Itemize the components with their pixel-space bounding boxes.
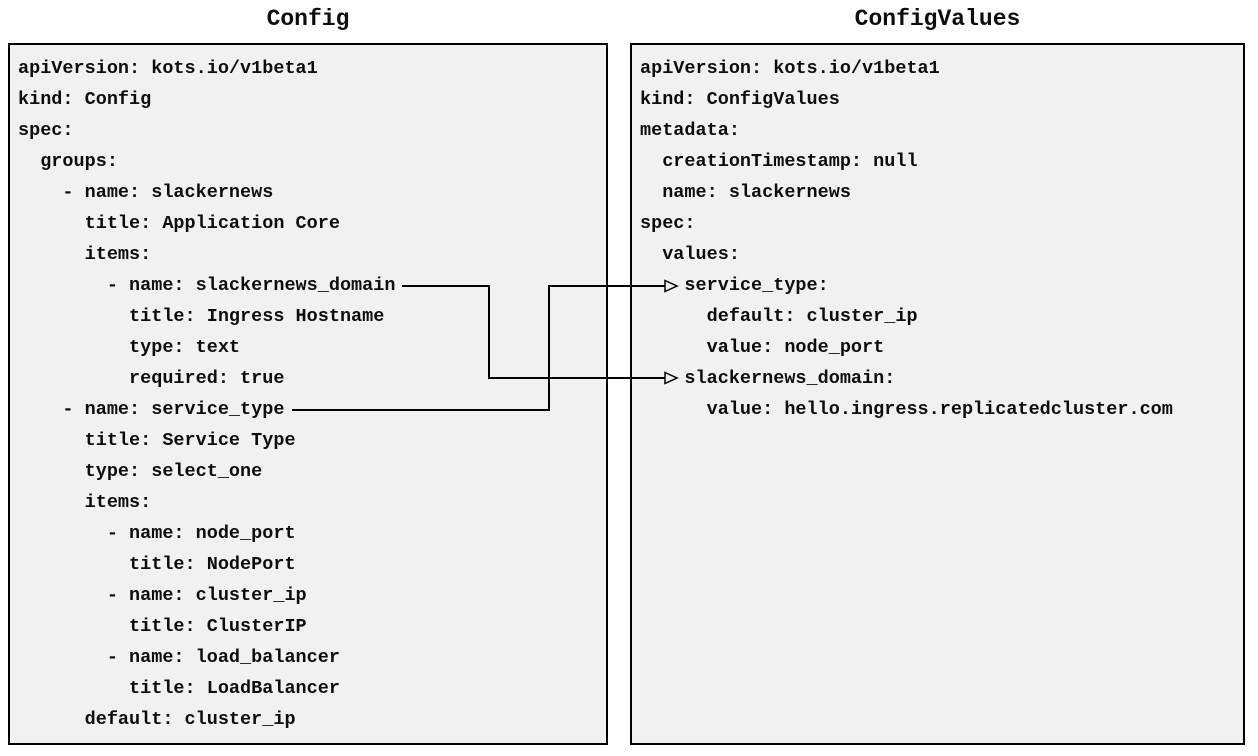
configvalues-yaml-code: apiVersion: kots.io/v1beta1 kind: Config…: [640, 58, 1173, 420]
configvalues-code-panel: apiVersion: kots.io/v1beta1 kind: Config…: [630, 43, 1245, 745]
config-panel-title: Config: [266, 6, 350, 32]
configvalues-panel-title: ConfigValues: [854, 6, 1021, 32]
config-yaml-code: apiVersion: kots.io/v1beta1 kind: Config…: [18, 58, 396, 730]
config-code-panel: apiVersion: kots.io/v1beta1 kind: Config…: [8, 43, 608, 745]
